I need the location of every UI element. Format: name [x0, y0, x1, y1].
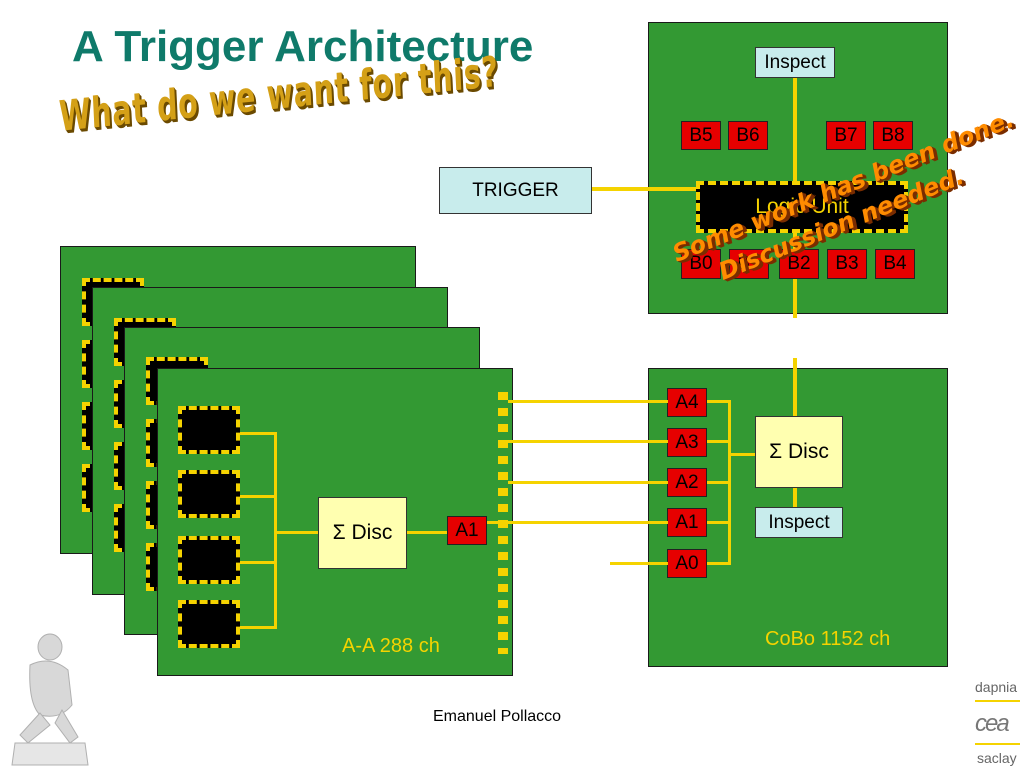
a-label-a0: A0 — [667, 549, 707, 578]
b-label-b0: B0 — [681, 249, 721, 279]
chip-bus-to-disc — [274, 531, 320, 534]
link-wire-a3 — [508, 440, 668, 443]
a-label-a4: A4 — [667, 388, 707, 417]
link-wire-a2 — [508, 481, 668, 484]
aa-chip-1 — [178, 406, 240, 454]
chip-wire-2 — [240, 495, 276, 498]
a-label-a3: A3 — [667, 428, 707, 457]
dapnia-logo: dapnia — [975, 679, 1018, 695]
aa-chip-4 — [178, 600, 240, 648]
a-label-a1: A1 — [667, 508, 707, 537]
page-title: A Trigger Architecture — [72, 22, 534, 71]
cea-logo: cea — [975, 710, 1010, 737]
aa-chip-3 — [178, 536, 240, 584]
saclay-logo: saclay — [977, 750, 1017, 766]
sum-disc-aa: Σ Disc — [318, 497, 407, 569]
bus-a2 — [706, 481, 730, 484]
vertical-wire-lower-top — [793, 358, 797, 416]
aa-chip-2 — [178, 470, 240, 518]
logo-divider — [975, 743, 1020, 745]
cobo-channel-label: CoBo 1152 ch — [765, 628, 891, 650]
chip-bus-vertical — [274, 432, 277, 629]
bus-a0 — [706, 562, 730, 565]
thinker-statue-image — [11, 633, 89, 766]
bus-to-disc — [728, 453, 756, 456]
b-label-b5: B5 — [681, 121, 721, 150]
b-label-b7: B7 — [826, 121, 866, 150]
b-label-b6: B6 — [728, 121, 768, 150]
bus-a3 — [706, 440, 730, 443]
b-label-b4: B4 — [875, 249, 915, 279]
author-footer: Emanuel Pollacco — [433, 708, 562, 725]
b-label-b8: B8 — [873, 121, 913, 150]
trigger-wire — [592, 187, 702, 191]
link-wire-a1 — [487, 521, 668, 524]
disc-to-a1-wire — [406, 531, 448, 534]
logo-divider — [975, 700, 1020, 702]
b-label-b3: B3 — [827, 249, 867, 279]
b-label-b1: B1 — [729, 249, 769, 279]
inspect-box-lower[interactable]: Inspect — [755, 507, 843, 538]
inspect-box-top[interactable]: Inspect — [755, 47, 835, 78]
chip-wire-1 — [240, 432, 276, 435]
link-wire-a0 — [610, 562, 668, 565]
bus-a4 — [706, 400, 730, 403]
logic-unit-chip: Logic Unit — [696, 181, 908, 233]
link-wire-a4 — [508, 400, 668, 403]
a-label-a2: A2 — [667, 468, 707, 497]
b-label-b2: B2 — [779, 249, 819, 279]
trigger-box[interactable]: TRIGGER — [439, 167, 592, 214]
bus-vertical — [728, 400, 731, 565]
chip-wire-4 — [240, 626, 276, 629]
aa-channel-label: A-A 288 ch — [342, 635, 440, 657]
aa-a1-label: A1 — [447, 516, 487, 545]
sum-disc-cobo: Σ Disc — [755, 416, 843, 488]
vertical-wire-lower-bottom — [793, 488, 797, 508]
logic-unit-label: Logic Unit — [755, 195, 849, 218]
bus-a1 — [706, 521, 730, 524]
chip-wire-3 — [240, 561, 276, 564]
